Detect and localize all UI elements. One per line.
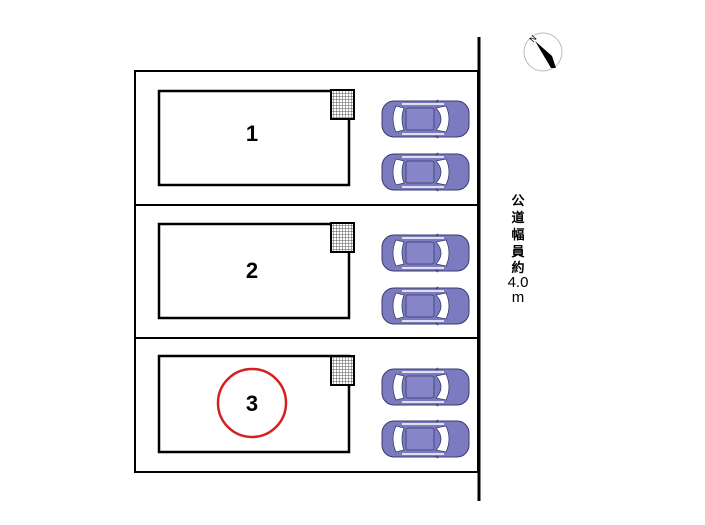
svg-text:公: 公 [511,194,524,209]
svg-text:幅: 幅 [511,227,524,243]
lot-2[interactable]: 2 [157,222,355,320]
lot-1[interactable]: 1 [157,89,355,187]
car-icon [381,367,470,407]
compass-label: N [528,34,539,44]
lot-number: 1 [246,121,258,146]
grating-box [330,355,355,386]
highlight-circle [216,367,288,439]
car-icon [381,233,470,273]
svg-text:員: 員 [510,245,524,260]
road-width-label: 公 道 幅 員 約 4.0 m [508,194,529,306]
car-icon [381,286,470,326]
site-boundary [134,70,479,473]
car-icon [381,419,470,459]
house-footprint [157,354,351,454]
parking-cars [381,99,470,459]
grating-box [330,222,355,253]
svg-text:m: m [512,289,525,306]
lot-number: 2 [246,258,258,283]
car-icon [381,99,470,139]
svg-text:約: 約 [511,260,524,276]
svg-text:道: 道 [511,210,524,226]
house-footprint [157,89,351,187]
lot-number: 3 [246,391,258,416]
lot-3[interactable]: 3 [157,354,355,454]
car-icon [381,152,470,192]
svg-text:4.0: 4.0 [508,274,529,291]
north-compass: N [523,32,563,72]
house-footprint [157,222,351,320]
grating-box [330,89,355,120]
